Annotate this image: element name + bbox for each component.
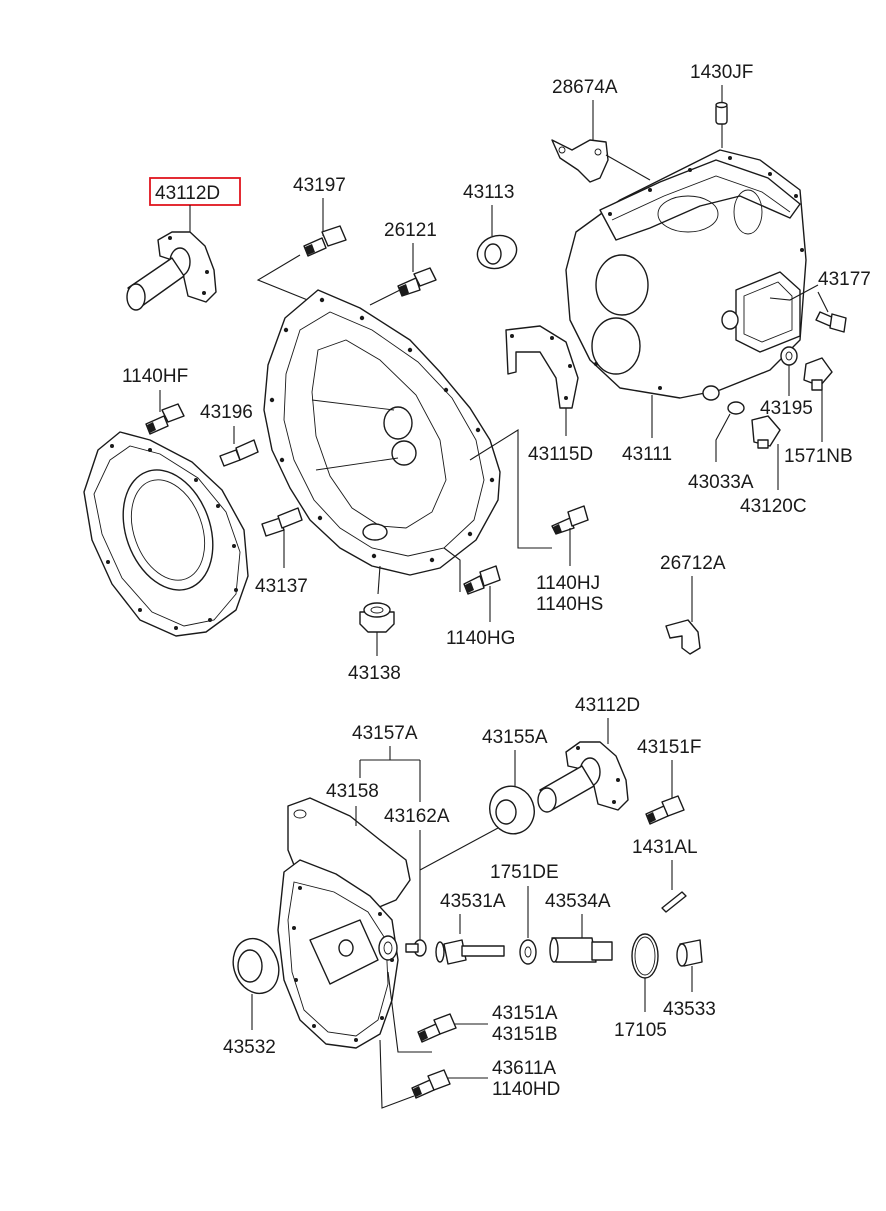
dowel-pin-1430JF[interactable] (715, 101, 728, 125)
oil-seal-43155A[interactable] (483, 780, 541, 840)
bushing-43533[interactable] (676, 939, 703, 967)
label-43151F[interactable]: 43151F (637, 737, 701, 758)
plug-43138[interactable] (359, 602, 395, 633)
leader-43197-housing (256, 254, 321, 306)
label-43111[interactable]: 43111 (622, 444, 672, 465)
bearing-retainer-bottom[interactable] (537, 741, 629, 813)
bolt-43177[interactable] (815, 311, 847, 333)
label-43157A[interactable]: 43157A (352, 723, 418, 744)
label-1431AL[interactable]: 1431AL (632, 837, 698, 858)
label-43112D-bottom[interactable]: 43112D (575, 695, 640, 716)
label-43532[interactable]: 43532 (223, 1037, 276, 1058)
drain-plug-1571NB[interactable] (803, 357, 833, 391)
sleeve-43534A[interactable] (549, 937, 613, 963)
label-43196[interactable]: 43196 (200, 402, 253, 423)
label-1140HS[interactable]: 1140HS (536, 594, 603, 615)
leader-43033A (715, 413, 731, 462)
label-26712A[interactable]: 26712A (660, 553, 726, 574)
extension-housing-43158[interactable] (277, 797, 411, 1049)
leader-1140HG-case (443, 547, 461, 592)
label-43115D[interactable]: 43115D (528, 444, 593, 465)
label-43155A[interactable]: 43155A (482, 727, 548, 748)
driven-gear-43531A[interactable] (435, 939, 505, 965)
gasket-43115D[interactable] (505, 325, 579, 409)
leader-43177-bolt (817, 291, 829, 313)
bearing-retainer-top[interactable] (126, 231, 217, 311)
leader-43611A-housing (379, 1039, 415, 1109)
leader-43151A-housing (387, 971, 432, 1053)
label-43197[interactable]: 43197 (293, 175, 346, 196)
oil-seal-43532[interactable] (226, 932, 286, 1000)
label-1430JF[interactable]: 1430JF (690, 62, 753, 83)
label-43112D-top[interactable]: 43112D (155, 183, 220, 204)
o-ring-17105[interactable] (631, 933, 659, 979)
label-43151B[interactable]: 43151B (492, 1024, 558, 1045)
leader-1140HJ-case (469, 429, 552, 549)
bolt-26121[interactable] (397, 267, 437, 297)
leader-43138-case (377, 565, 381, 595)
label-43137[interactable]: 43137 (255, 576, 308, 597)
label-17105[interactable]: 17105 (614, 1020, 667, 1041)
washer-43033A[interactable] (727, 401, 745, 415)
washer-1751DE[interactable] (519, 939, 537, 965)
clip-26712A[interactable] (665, 619, 701, 655)
bolt-43197[interactable] (303, 225, 347, 257)
leader-43155A-housing (419, 827, 499, 871)
label-43534A[interactable]: 43534A (545, 891, 611, 912)
oil-seal-43113[interactable] (473, 230, 522, 274)
bolt-43611A[interactable] (411, 1069, 451, 1099)
leader-28674A-housing (605, 154, 651, 181)
label-43138[interactable]: 43138 (348, 663, 401, 684)
label-28674A[interactable]: 28674A (552, 77, 618, 98)
label-43533[interactable]: 43533 (663, 999, 716, 1020)
bracket-28674A[interactable] (551, 139, 609, 183)
bellhousing-cover[interactable] (83, 431, 249, 637)
label-1751DE[interactable]: 1751DE (490, 862, 559, 883)
bolt-43151F[interactable] (645, 795, 685, 825)
washer-43195[interactable] (780, 346, 798, 366)
transmission-case-43111[interactable] (565, 149, 807, 401)
label-43158[interactable]: 43158 (326, 781, 379, 802)
bolt-1140HF[interactable] (145, 403, 185, 435)
label-1140HF[interactable]: 1140HF (122, 366, 188, 387)
leader-43177 (769, 284, 819, 301)
bolt-43196[interactable] (219, 439, 259, 467)
label-1140HD[interactable]: 1140HD (492, 1079, 560, 1100)
label-43033A[interactable]: 43033A (688, 472, 754, 493)
label-1571NB[interactable]: 1571NB (784, 446, 853, 467)
label-26121[interactable]: 26121 (384, 220, 437, 241)
highlight-box (149, 177, 241, 206)
leader-26121-housing (369, 289, 401, 306)
label-43611A[interactable]: 43611A (492, 1058, 556, 1079)
label-43162A[interactable]: 43162A (384, 806, 450, 827)
label-43120C[interactable]: 43120C (740, 496, 807, 517)
label-43531A[interactable]: 43531A (440, 891, 506, 912)
bolt-43137[interactable] (261, 507, 303, 537)
label-43113[interactable]: 43113 (463, 182, 514, 203)
label-1140HG[interactable]: 1140HG (446, 628, 515, 649)
label-43195[interactable]: 43195 (760, 398, 813, 419)
label-1140HJ[interactable]: 1140HJ (536, 573, 600, 594)
bushing-43162A[interactable] (405, 939, 427, 957)
clutch-housing[interactable] (263, 289, 501, 576)
bolt-43151A[interactable] (417, 1013, 457, 1043)
cotter-pin-1431AL[interactable] (661, 891, 687, 913)
label-43151A[interactable]: 43151A (492, 1003, 558, 1024)
bolt-1140HJ[interactable] (551, 505, 589, 535)
bolt-1140HG[interactable] (463, 565, 501, 595)
plug-43120C[interactable] (751, 415, 781, 449)
label-43177[interactable]: 43177 (818, 269, 871, 290)
